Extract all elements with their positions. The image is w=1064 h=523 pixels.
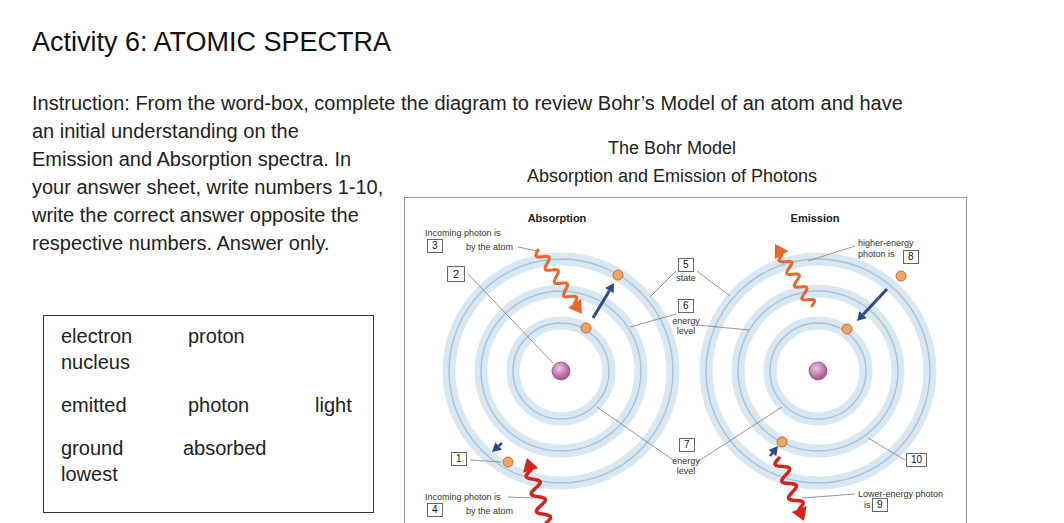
blank-caption: state: [676, 273, 696, 283]
transition-arrowhead: [605, 283, 614, 293]
blank-prompt: by the atom: [466, 242, 513, 252]
transition-arrow: [863, 289, 887, 314]
word-choice: photon: [188, 394, 249, 417]
diagram-heading: The Bohr Model: [608, 138, 736, 159]
orbit-ring: [738, 291, 898, 451]
answer-box: 4: [427, 503, 443, 517]
answer-box: 6: [678, 299, 694, 313]
orbit-ring: [770, 323, 866, 419]
leader-line: [697, 271, 730, 296]
photon-arrowhead: [792, 506, 807, 521]
word-box: electron proton nucleus emitted photon light g…: [43, 315, 374, 513]
word-choice: lowest: [61, 463, 118, 486]
leader-line: [508, 497, 533, 498]
page-title: Activity 6: ATOMIC SPECTRA: [32, 27, 391, 58]
orbit-halo: [449, 259, 673, 483]
orbit-ring: [449, 259, 673, 483]
blank-prompt: is: [864, 500, 871, 510]
leader-line: [808, 246, 855, 261]
transition-arrow: [499, 443, 502, 446]
electron-dot: [842, 324, 852, 334]
answer-box: 5: [678, 258, 694, 272]
transition-arrowhead: [769, 446, 779, 456]
transition-arrow: [770, 453, 772, 456]
leader-line: [697, 325, 749, 330]
leader-line: [802, 494, 855, 498]
orbit-halo: [738, 291, 898, 451]
nucleus: [552, 362, 570, 380]
callout-number: 4: [432, 504, 438, 515]
photon-wave: [536, 250, 577, 303]
answer-box: 1: [451, 452, 467, 466]
nucleus: [809, 362, 827, 380]
leader-line: [630, 314, 676, 327]
blank-prompt: Incoming photon is: [425, 228, 501, 238]
diagram-subheading: Absorption and Emission of Photons: [527, 166, 817, 187]
callout-number: 9: [877, 499, 883, 510]
orbit-halo: [513, 323, 609, 419]
answer-box: 3: [427, 239, 443, 253]
answer-box: 10: [906, 453, 927, 467]
photon-wave: [779, 255, 815, 306]
electron-dot: [581, 323, 591, 333]
callout-number: 2: [453, 268, 459, 280]
photon-arrowhead: [568, 299, 582, 314]
answer-box: 7: [679, 438, 695, 452]
transition-arrow: [593, 291, 609, 318]
word-choice: proton: [188, 325, 245, 348]
leader-line: [597, 407, 676, 462]
callout-number: 1: [456, 453, 462, 464]
answer-box: 8: [903, 250, 919, 264]
callout-number: 8: [908, 251, 914, 262]
photon-wave: [526, 471, 550, 523]
blank-prompt: by the atom: [466, 506, 513, 516]
transition-arrowhead: [492, 442, 502, 452]
word-choice: nucleus: [61, 351, 130, 374]
orbit-halo: [770, 323, 866, 419]
orbit-halo: [481, 291, 641, 451]
orbit-halo: [706, 259, 930, 483]
word-choice: absorbed: [183, 437, 266, 460]
blank-caption: energy level: [672, 456, 700, 476]
answer-box: 9: [872, 498, 888, 512]
blank-prompt: Incoming photon is: [425, 492, 501, 502]
leader-line: [470, 460, 501, 462]
blank-prompt: Lower-energy photon: [858, 489, 943, 499]
word-choice: electron: [61, 325, 132, 348]
answer-box: 2: [447, 266, 465, 282]
orbit-ring: [513, 323, 609, 419]
panel-heading: Emission: [791, 212, 840, 224]
callout-number: 7: [684, 439, 690, 450]
leader-line: [697, 407, 782, 462]
electron-dot: [613, 270, 623, 280]
leader-line: [868, 438, 905, 460]
electron-dot: [503, 457, 513, 467]
photon-arrowhead: [775, 244, 789, 259]
blank-prompt: photon is: [858, 249, 895, 259]
callout-number: 5: [683, 259, 689, 270]
leader-line: [650, 271, 676, 297]
orbit-ring: [706, 259, 930, 483]
leader-line: [468, 274, 553, 363]
word-choice: ground: [61, 437, 123, 460]
transition-arrowhead: [857, 311, 867, 321]
diagram-frame: [405, 198, 967, 523]
callout-number: 3: [432, 240, 438, 251]
leader-line: [518, 247, 537, 251]
electron-dot: [777, 437, 787, 447]
blank-caption: energy level: [672, 316, 700, 336]
word-choice: light: [315, 394, 352, 417]
photon-wave: [775, 458, 803, 509]
blank-prompt: higher-energy: [858, 238, 914, 248]
word-choice: emitted: [61, 394, 127, 417]
callout-number: 10: [911, 454, 922, 465]
callout-number: 6: [683, 300, 689, 311]
photon-arrowhead: [523, 458, 538, 473]
panel-heading: Absorption: [528, 212, 587, 224]
electron-dot: [896, 271, 906, 281]
orbit-ring: [481, 291, 641, 451]
